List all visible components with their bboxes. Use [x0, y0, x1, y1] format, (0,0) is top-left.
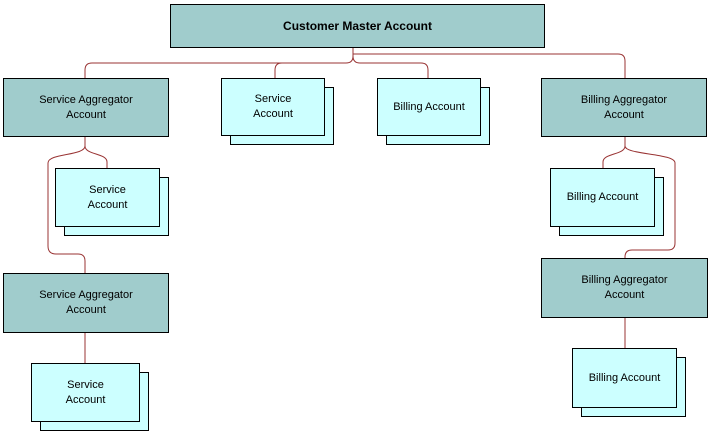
node-billing-account-right: Billing Account	[550, 168, 664, 236]
stack-front: Billing Account	[572, 348, 677, 408]
node-service-account-bottom-left: Service Account	[31, 363, 149, 431]
node-billing-aggregator-account-top: Billing Aggregator Account	[541, 78, 707, 137]
stack-front: Billing Account	[550, 168, 655, 227]
node-service-account-left: Service Account	[55, 168, 169, 236]
edge-billing-aggregator-fork	[602, 137, 676, 260]
node-label: Billing Account	[393, 100, 465, 113]
node-customer-master-account: Customer Master Account	[170, 4, 545, 48]
node-label: Service Account	[65, 378, 106, 406]
node-label: Service Aggregator Account	[39, 289, 133, 316]
node-billing-account-bottom-right: Billing Account	[572, 348, 686, 417]
node-label: Customer Master Account	[283, 18, 432, 33]
stack-front: Service Account	[55, 168, 160, 227]
node-label: Service Account	[253, 93, 293, 120]
node-label: Service Aggregator Account	[39, 93, 133, 121]
edge-service-aggregator-fork	[47, 137, 108, 273]
node-service-aggregator-account-top: Service Aggregator Account	[3, 78, 169, 137]
stack-front: Service Account	[221, 78, 325, 136]
node-label: Billing Account	[588, 371, 661, 384]
node-billing-account-mid: Billing Account	[377, 78, 490, 145]
node-label: Billing Account	[566, 191, 639, 203]
node-service-account-mid: Service Account	[221, 78, 334, 145]
node-label: Service Account	[87, 183, 128, 211]
edge-master-fork	[84, 48, 626, 78]
stack-front: Service Account	[31, 363, 140, 422]
node-label: Billing Aggregator Account	[580, 93, 668, 121]
node-billing-aggregator-account-bottom: Billing Aggregator Account	[541, 258, 708, 318]
node-label: Billing Aggregator Account	[581, 274, 668, 301]
stack-front: Billing Account	[377, 78, 481, 136]
node-service-aggregator-account-bottom: Service Aggregator Account	[3, 273, 169, 333]
